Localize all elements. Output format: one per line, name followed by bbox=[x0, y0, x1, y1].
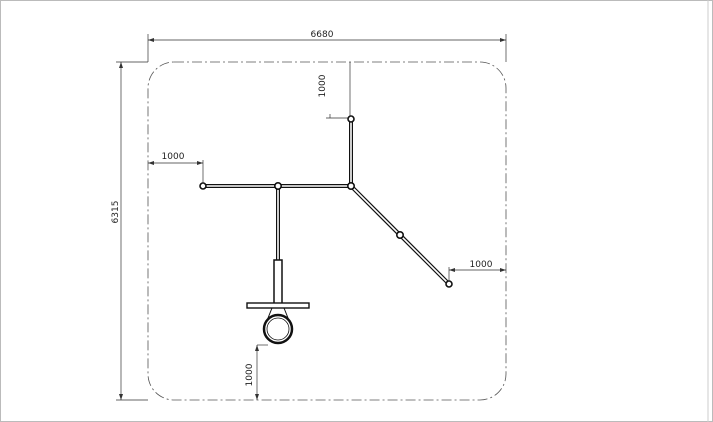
right-offset-label: 1000 bbox=[470, 260, 493, 270]
overall-width-dimension: 6680 bbox=[147, 30, 507, 62]
node-diagonal-end bbox=[445, 280, 453, 288]
bottom-offset-label: 1000 bbox=[245, 363, 255, 386]
overall-height-dimension: 6315 bbox=[111, 61, 148, 401]
overall-height-label: 6315 bbox=[111, 201, 121, 224]
safety-zone-outline bbox=[147, 61, 507, 401]
left-offset-dimension: 1000 bbox=[148, 152, 204, 186]
tyre-seat bbox=[262, 313, 294, 345]
top-offset-dimension: 1000 bbox=[318, 62, 351, 119]
node-left-end bbox=[199, 182, 207, 190]
play-structure bbox=[199, 115, 453, 345]
right-offset-dimension: 1000 bbox=[448, 260, 506, 284]
node-beam-joint bbox=[273, 182, 282, 191]
top-offset-label: 1000 bbox=[318, 74, 328, 97]
node-diagonal-mid bbox=[395, 231, 404, 240]
left-offset-label: 1000 bbox=[162, 152, 185, 162]
overall-width-label: 6680 bbox=[311, 30, 334, 40]
node-main-joint bbox=[346, 182, 355, 191]
node-top-end bbox=[347, 115, 355, 123]
swing-sleeve bbox=[273, 259, 283, 307]
bottom-offset-dimension: 1000 bbox=[245, 344, 268, 400]
swing-crossbar bbox=[246, 302, 310, 309]
